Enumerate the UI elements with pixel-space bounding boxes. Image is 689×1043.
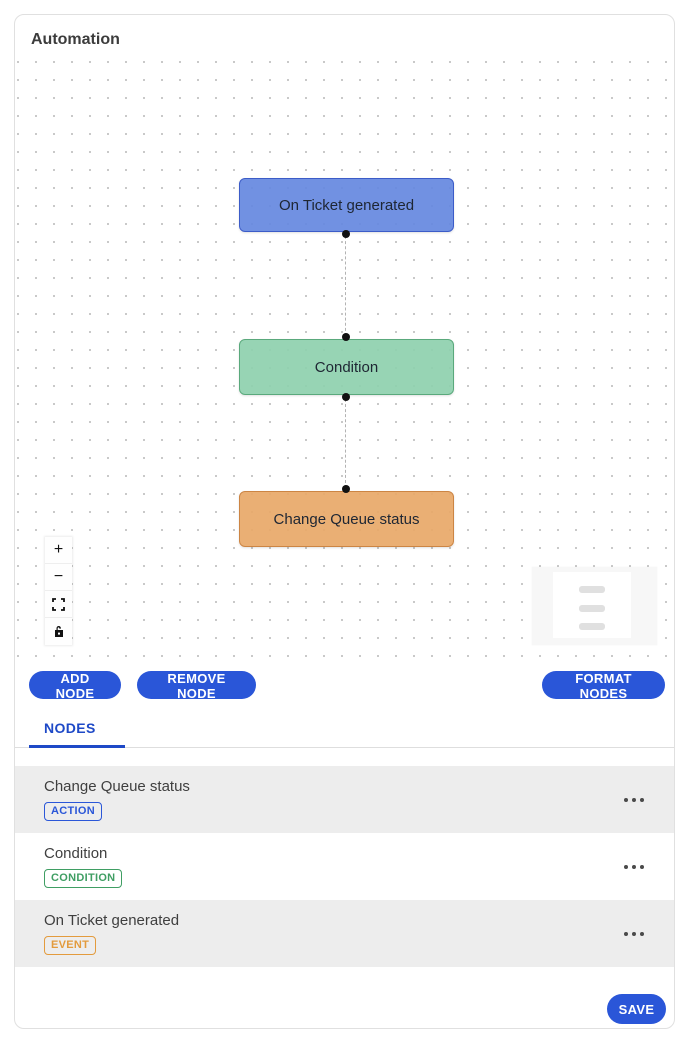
format-nodes-button[interactable]: FORMAT NODES — [542, 671, 665, 701]
status-badge: CONDITION — [44, 869, 123, 888]
tab-indicator — [29, 745, 125, 748]
flow-canvas[interactable]: On Ticket generated Condition Change Que… — [15, 61, 674, 669]
handle-action-top[interactable] — [342, 485, 350, 493]
fit-view-icon — [52, 597, 65, 611]
status-badge: EVENT — [44, 936, 97, 955]
zoom-in-button[interactable]: + — [45, 537, 72, 564]
remove-node-button[interactable]: REMOVE NODE — [137, 671, 256, 701]
save-button[interactable]: SAVE — [607, 994, 666, 1024]
list-item-event[interactable]: On Ticket generated EVENT — [15, 900, 674, 967]
minimap-node — [579, 605, 605, 612]
row-menu-button[interactable] — [620, 928, 648, 940]
minimap-node — [579, 623, 605, 630]
add-node-button[interactable]: ADD NODE — [29, 671, 121, 701]
list-item-action[interactable]: Change Queue status ACTION — [15, 766, 674, 833]
flow-node-label: On Ticket generated — [278, 196, 415, 214]
minimap-viewport — [553, 572, 631, 638]
edge-event-condition — [345, 236, 346, 336]
tab-divider — [15, 747, 674, 748]
flow-node-action[interactable]: Change Queue status — [239, 491, 454, 547]
edge-condition-action — [345, 399, 346, 488]
handle-event-bottom[interactable] — [342, 230, 350, 238]
automation-card: Automation On Ticket generated Condition… — [14, 14, 675, 1029]
handle-condition-top[interactable] — [342, 333, 350, 341]
fit-view-button[interactable] — [45, 591, 72, 618]
page-title: Automation — [31, 31, 120, 48]
list-item-title: Change Queue status — [44, 778, 190, 795]
node-list: Change Queue status ACTION Condition CON… — [15, 766, 674, 967]
list-item-title: Condition — [44, 845, 108, 862]
row-menu-button[interactable] — [620, 861, 648, 873]
lock-toggle-button[interactable] — [45, 618, 72, 645]
list-item-title: On Ticket generated — [44, 912, 180, 929]
minimap[interactable] — [532, 567, 657, 645]
handle-condition-bottom[interactable] — [342, 393, 350, 401]
flow-node-label: Condition — [314, 358, 379, 376]
zoom-in-icon: + — [53, 541, 64, 558]
zoom-out-button[interactable]: − — [45, 564, 72, 591]
status-badge: ACTION — [44, 802, 102, 821]
row-menu-button[interactable] — [620, 794, 648, 806]
flow-node-event[interactable]: On Ticket generated — [239, 178, 454, 232]
list-item-condition[interactable]: Condition CONDITION — [15, 833, 674, 900]
flow-node-label: Change Queue status — [273, 510, 420, 528]
lock-icon — [53, 625, 65, 638]
flow-node-condition[interactable]: Condition — [239, 339, 454, 395]
canvas-controls: + − — [45, 537, 72, 645]
minimap-node — [579, 586, 605, 593]
tab-nodes[interactable]: NODES — [44, 720, 96, 736]
zoom-out-icon: − — [53, 568, 64, 585]
